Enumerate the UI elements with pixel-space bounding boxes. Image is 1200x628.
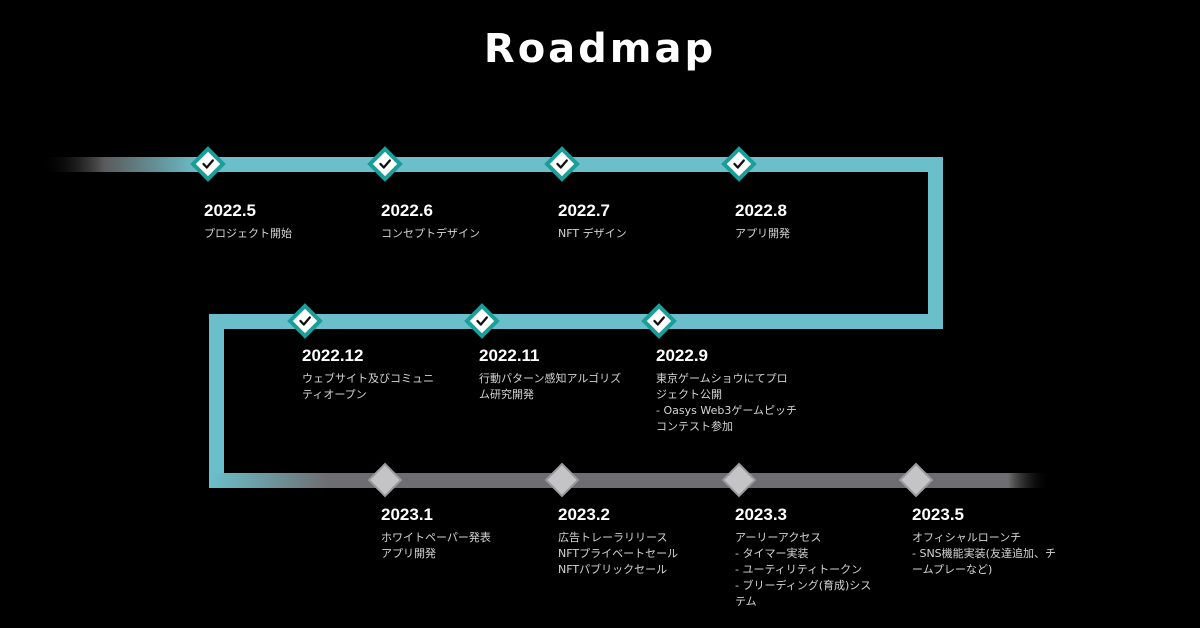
completed-marker	[190, 146, 226, 182]
check-icon	[653, 316, 665, 326]
pending-marker	[367, 462, 403, 498]
milestone-2023-1: 2023.1 ホワイトペーパー発表 アプリ開発	[381, 505, 491, 562]
milestone-date: 2023.2	[558, 505, 610, 524]
completed-marker	[367, 146, 403, 182]
milestone-desc: コンセプトデザイン	[381, 227, 480, 240]
check-icon	[641, 303, 677, 339]
milestone-date: 2022.8	[735, 201, 787, 220]
track-middle	[209, 314, 943, 329]
completed-marker	[641, 303, 677, 339]
check-icon	[544, 146, 580, 182]
milestone-desc: ホワイトペーパー発表 アプリ開発	[381, 531, 491, 560]
diamond-icon	[898, 462, 934, 498]
milestone-2022-11: 2022.11 行動パターン感知アルゴリズ ム研究開発	[479, 346, 621, 403]
milestone-date: 2023.1	[381, 505, 433, 524]
milestone-desc: ウェブサイト及びコミュニ ティオープン	[302, 372, 434, 401]
page-title: Roadmap	[483, 26, 717, 72]
milestone-desc: 東京ゲームショウにてプロ ジェクト公開 - Oasys Web3ゲームピッチ コ…	[656, 372, 797, 433]
diamond-icon	[721, 462, 757, 498]
milestone-2022-8: 2022.8 アプリ開発	[735, 201, 790, 242]
milestone-2022-5: 2022.5 プロジェクト開始	[204, 201, 292, 242]
milestone-date: 2022.7	[558, 201, 610, 220]
milestone-desc: アーリーアクセス - タイマー実装 - ユーティリティトークン - ブリーディン…	[735, 531, 872, 608]
check-icon	[721, 146, 757, 182]
milestone-2022-12: 2022.12 ウェブサイト及びコミュニ ティオープン	[302, 346, 434, 403]
milestone-date: 2023.3	[735, 505, 787, 524]
check-icon	[733, 159, 745, 169]
milestone-desc: オフィシャルローンチ - SNS機能実装(友達追加、チ ームプレーなど)	[912, 531, 1056, 576]
milestone-date: 2022.6	[381, 201, 433, 220]
milestone-date: 2022.12	[302, 346, 364, 365]
check-icon	[379, 159, 391, 169]
check-icon	[299, 316, 311, 326]
milestone-desc: プロジェクト開始	[204, 227, 292, 240]
milestone-2022-9: 2022.9 東京ゲームショウにてプロ ジェクト公開 - Oasys Web3ゲ…	[656, 346, 797, 435]
milestone-desc: NFT デザイン	[558, 227, 627, 240]
milestone-2022-6: 2022.6 コンセプトデザイン	[381, 201, 480, 242]
milestone-date: 2022.5	[204, 201, 256, 220]
completed-marker	[721, 146, 757, 182]
diamond-icon	[544, 462, 580, 498]
track-left	[209, 314, 224, 488]
track-start-fade	[40, 157, 200, 172]
diamond-icon	[367, 462, 403, 498]
pending-path	[209, 473, 1050, 488]
check-icon	[476, 316, 488, 326]
check-icon	[287, 303, 323, 339]
pending-marker	[544, 462, 580, 498]
pending-marker	[721, 462, 757, 498]
track-right	[928, 157, 943, 329]
check-icon	[190, 146, 226, 182]
milestone-2023-2: 2023.2 広告トレーラリリース NFTプライベートセール NFTパブリックセ…	[558, 505, 678, 578]
check-icon	[464, 303, 500, 339]
milestone-desc: 行動パターン感知アルゴリズ ム研究開発	[479, 372, 622, 401]
completed-marker	[287, 303, 323, 339]
milestone-desc: アプリ開発	[735, 227, 790, 240]
milestone-date: 2022.9	[656, 346, 708, 365]
milestone-2023-5: 2023.5 オフィシャルローンチ - SNS機能実装(友達追加、チ ームプレー…	[912, 505, 1056, 578]
completed-marker	[544, 146, 580, 182]
check-icon	[202, 159, 214, 169]
milestone-date: 2022.11	[479, 346, 540, 365]
completed-marker	[464, 303, 500, 339]
pending-marker	[898, 462, 934, 498]
check-icon	[367, 146, 403, 182]
milestone-date: 2023.5	[912, 505, 964, 524]
milestone-2022-7: 2022.7 NFT デザイン	[558, 201, 627, 242]
check-icon	[556, 159, 568, 169]
milestone-2023-3: 2023.3 アーリーアクセス - タイマー実装 - ユーティリティトークン -…	[735, 505, 871, 610]
milestone-desc: 広告トレーラリリース NFTプライベートセール NFTパブリックセール	[558, 531, 679, 576]
